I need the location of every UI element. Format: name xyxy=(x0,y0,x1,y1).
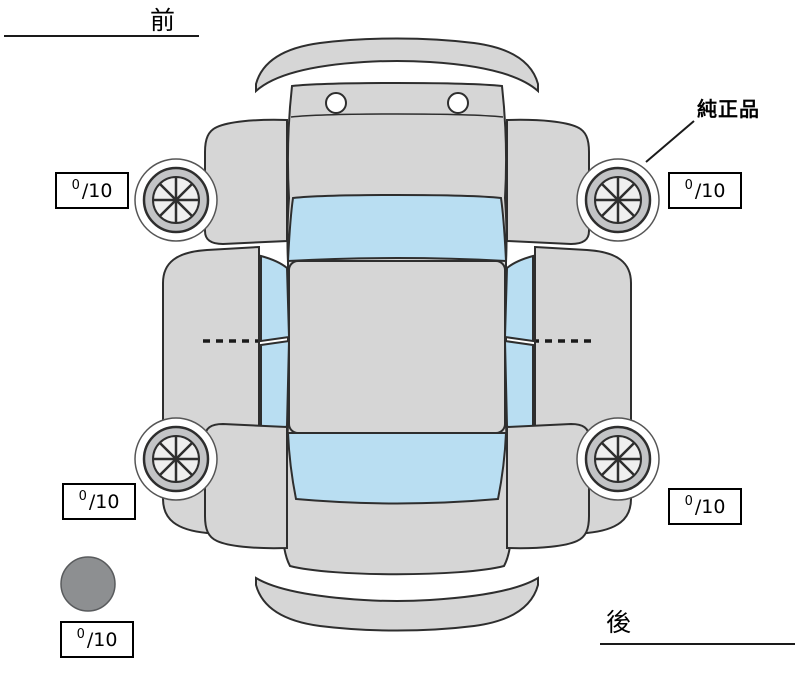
tread-score-spare: 0 /10 xyxy=(60,621,134,658)
rear-bumper xyxy=(255,576,539,632)
hood-hinge-left-circle xyxy=(325,92,347,114)
tread-score-value: 0 xyxy=(78,489,87,504)
front-bumper xyxy=(255,37,539,94)
tread-score-max: /10 xyxy=(694,179,726,202)
tread-score-rear-right: 0 /10 xyxy=(668,488,742,525)
tread-score-value: 0 xyxy=(71,178,80,193)
wheel-rear-left xyxy=(133,416,219,502)
genuine-parts-pointer-line xyxy=(645,120,695,163)
spare-tire-circle xyxy=(60,556,116,612)
windshield-glass xyxy=(286,194,508,263)
rear-window-glass xyxy=(286,432,508,505)
tread-score-rear-left: 0 /10 xyxy=(62,483,136,520)
genuine-parts-label: 純正品 xyxy=(697,97,760,121)
tread-score-max: /10 xyxy=(88,490,120,513)
tread-score-value: 0 xyxy=(684,494,693,509)
rear-label: 後 xyxy=(606,608,632,637)
wheel-front-left xyxy=(133,157,219,243)
hood-hinge-right-circle xyxy=(447,92,469,114)
tread-score-front-left: 0 /10 xyxy=(55,172,129,209)
tread-score-max: /10 xyxy=(86,628,118,651)
tread-score-value: 0 xyxy=(76,627,85,642)
wheel-front-right xyxy=(575,157,661,243)
cowl-line xyxy=(290,113,504,118)
tread-score-front-right: 0 /10 xyxy=(668,172,742,209)
roof-panel xyxy=(288,260,506,434)
wheel-rear-right xyxy=(575,416,661,502)
tread-score-max: /10 xyxy=(81,179,113,202)
front-label: 前 xyxy=(150,6,176,35)
tread-score-value: 0 xyxy=(684,178,693,193)
tread-score-max: /10 xyxy=(694,495,726,518)
